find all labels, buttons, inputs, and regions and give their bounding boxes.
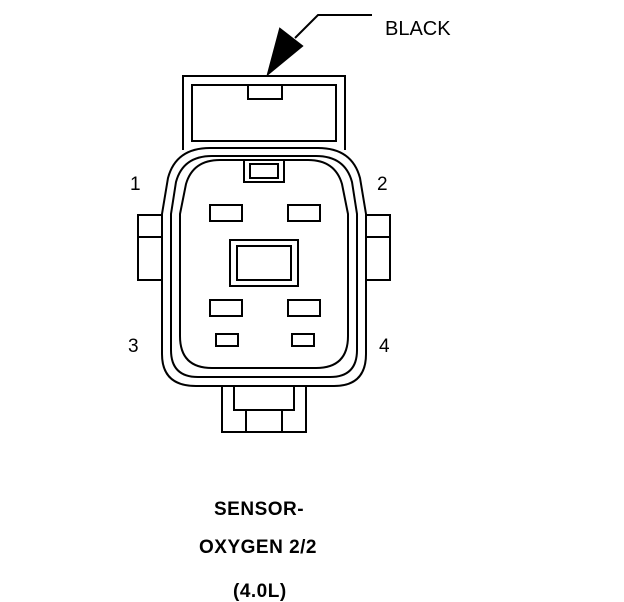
latch-window [191,84,337,142]
latch-tab [247,84,283,100]
center-cavity-outer [229,239,299,287]
pin-label-3: 3 [128,336,139,357]
pin-label-1: 1 [130,174,141,195]
connector-body-outer [161,147,367,387]
latch-housing [182,75,346,150]
terminal-cavity-1 [209,204,243,222]
caption-line-1: SENSOR- [214,499,305,520]
pin-label-2: 2 [377,174,388,195]
caption-line-2: OXYGEN 2/2 [199,537,317,558]
connector-body-inner [170,155,358,378]
key-slot-outer [243,159,285,183]
terminal-cavity-4 [287,299,321,317]
right-ear [366,214,391,281]
pin-label-4: 4 [379,336,390,357]
left-ear [137,214,162,281]
small-cavity-right [291,333,315,347]
callout-leader-line [294,14,372,39]
terminal-cavity-3 [209,299,243,317]
connector-face [179,159,349,369]
caption-line-3: (4.0L) [233,581,287,602]
key-slot-inner [249,163,279,179]
wire-color-label: BLACK [385,18,451,40]
bottom-lock-tab [221,386,307,433]
terminal-cavity-2 [287,204,321,222]
callout-arrowhead [266,27,304,77]
center-cavity-inner [236,245,292,281]
small-cavity-left [215,333,239,347]
